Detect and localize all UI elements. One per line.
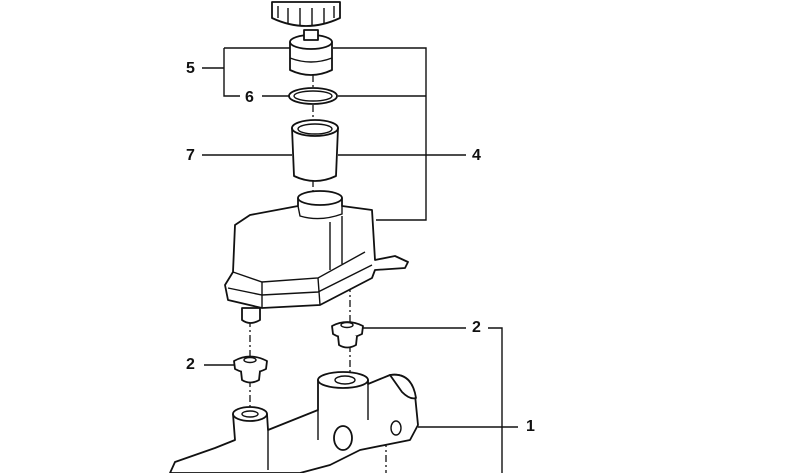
callout-5: 5 [186,60,195,77]
grommet-right [331,321,364,349]
expansion-tank [224,190,409,324]
filter-cap [289,29,333,76]
strainer [291,119,339,182]
callout-2-right: 2 [472,319,481,336]
callout-1: 1 [526,418,535,435]
callout-6: 6 [245,89,254,106]
leader-lines [202,47,518,473]
reservoir-cap [271,1,341,27]
callout-2-left: 2 [186,356,195,373]
grommet-left [233,355,268,384]
brake-master-cylinder [169,371,419,473]
sealing-ring [288,87,338,105]
callout-7: 7 [186,147,195,164]
callout-4: 4 [472,147,481,164]
